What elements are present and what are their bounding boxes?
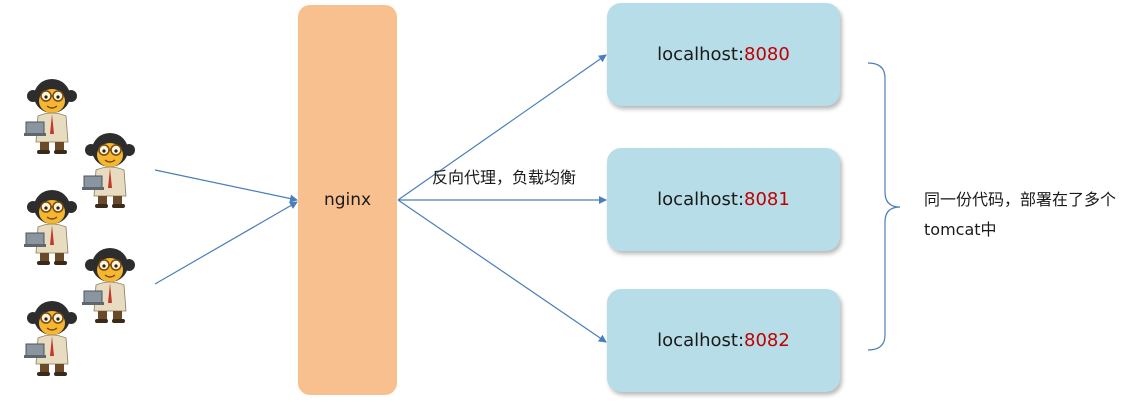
nginx-to-server-arrow-1: [397, 54, 607, 201]
server-box-8081: localhost:8081: [607, 148, 840, 251]
nginx-to-server-arrow-3: [397, 199, 607, 343]
monkey-user-icon: [81, 247, 136, 324]
client-to-nginx-arrow-1: [154, 169, 298, 203]
monkey-user-icon: [23, 189, 78, 266]
server-box-8080: localhost:8080: [607, 3, 840, 106]
server-host: localhost:: [657, 330, 745, 351]
monkey-user-icon: [81, 132, 136, 209]
nginx-box: nginx: [298, 5, 397, 395]
server-port: 8082: [744, 330, 790, 351]
server-port: 8080: [744, 44, 790, 65]
deployment-note: 同一份代码，部署在了多个tomcat中: [924, 190, 1117, 239]
server-host: localhost:: [657, 44, 745, 65]
server-box-8082: localhost:8082: [607, 289, 840, 392]
server-host: localhost:: [657, 189, 745, 210]
client-to-nginx-arrow-2: [154, 201, 298, 285]
nginx-label: nginx: [323, 190, 372, 210]
right-brace: [867, 62, 901, 351]
server-port: 8081: [744, 189, 790, 210]
monkey-user-icon: [23, 300, 78, 377]
monkey-user-icon: [23, 78, 78, 155]
reverse-proxy-label: 反向代理，负载均衡: [432, 168, 577, 187]
